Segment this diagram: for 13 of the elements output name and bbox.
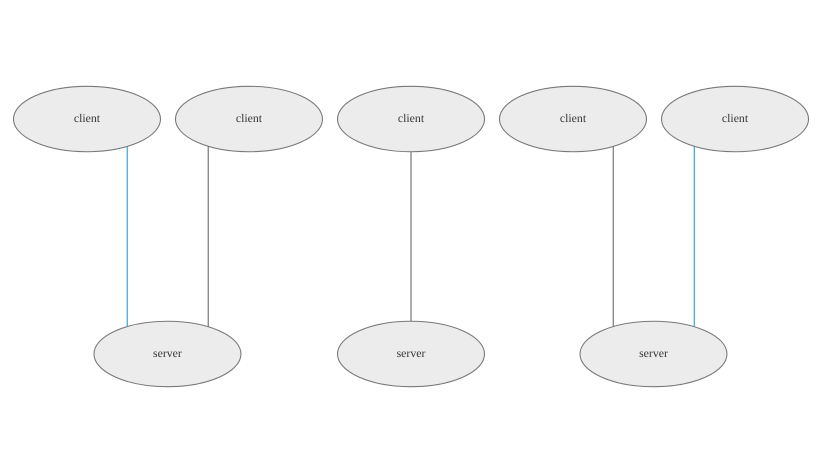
node-ellipse: server <box>336 320 486 387</box>
node-ellipse: client <box>174 85 324 152</box>
node-ellipse: server <box>93 320 242 387</box>
connector <box>694 146 695 326</box>
node-ellipse: server <box>579 320 728 387</box>
connector <box>612 146 614 326</box>
connector <box>410 152 412 320</box>
node-ellipse: client <box>498 85 648 152</box>
node-ellipse: client <box>336 85 486 152</box>
connector <box>126 146 128 326</box>
node-ellipse: client <box>660 85 810 152</box>
connector <box>208 146 209 326</box>
node-ellipse: client <box>12 85 162 152</box>
